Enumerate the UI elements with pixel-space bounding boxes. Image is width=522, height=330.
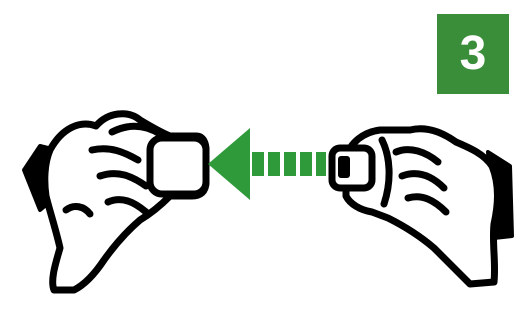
step-number-badge: 3 [437, 14, 509, 94]
right-hand-holding-lens-icon [328, 125, 514, 288]
dashed-arrow-left-icon [208, 128, 326, 200]
step-number: 3 [459, 27, 487, 80]
left-hand-holding-camera-body-icon [22, 110, 210, 294]
